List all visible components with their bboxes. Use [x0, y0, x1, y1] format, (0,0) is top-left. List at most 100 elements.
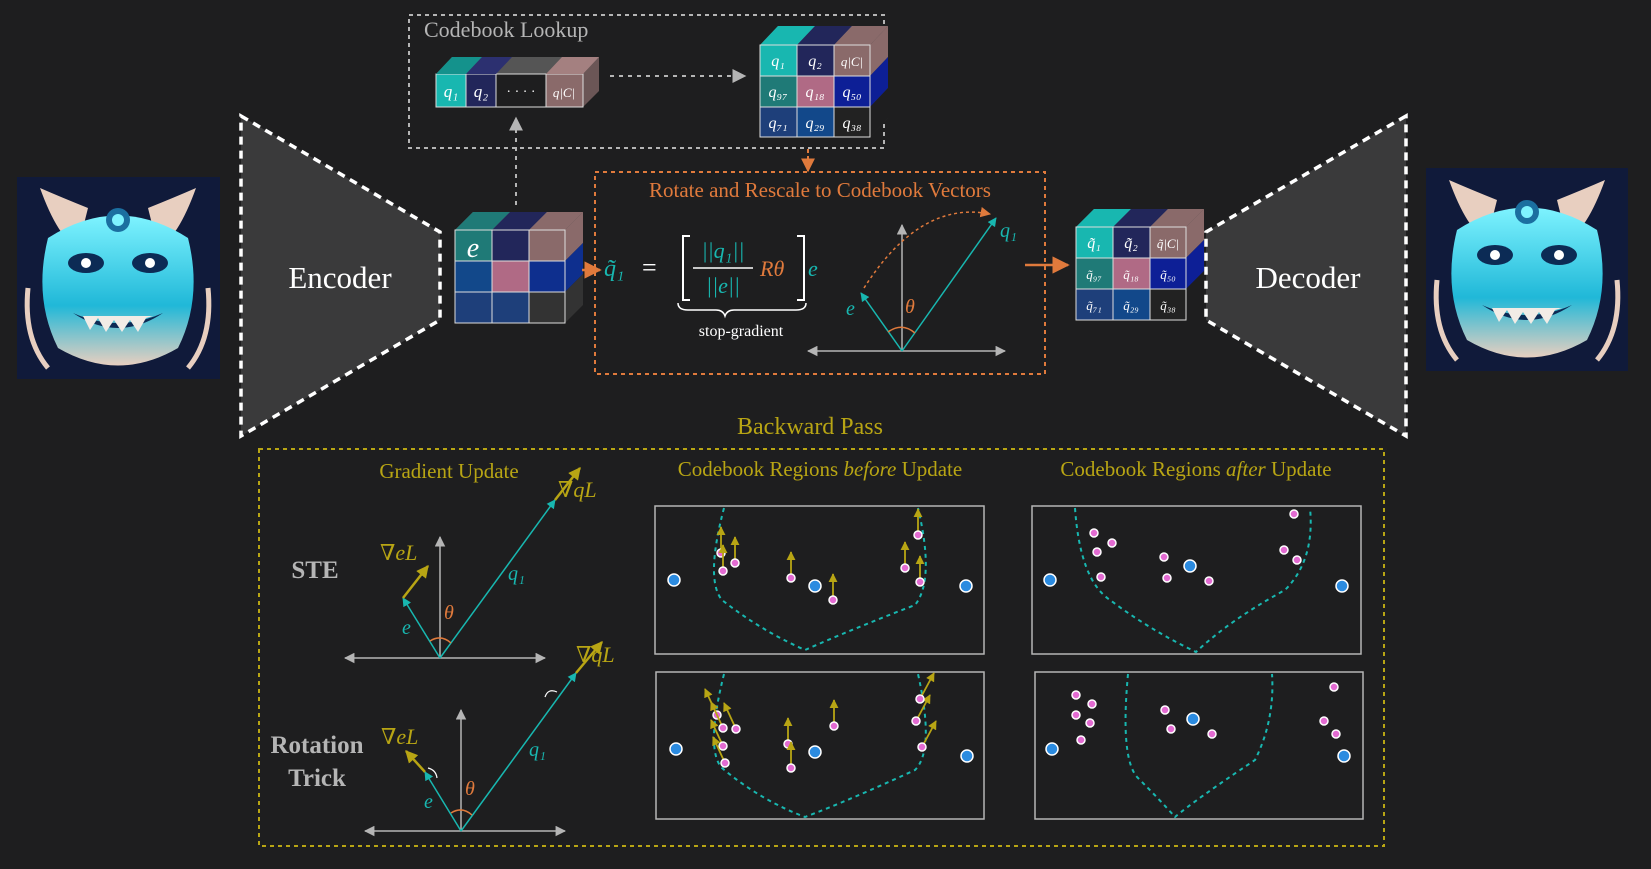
- code-point-ste-before-4: [828, 595, 838, 605]
- decoder-block: [1204, 112, 1408, 440]
- formula-equals: =: [642, 253, 657, 282]
- code-point-rt-after-3: [1085, 718, 1095, 728]
- code-point-rt-before-3: [718, 741, 728, 751]
- code-point-rt-after-9: [1319, 716, 1329, 726]
- panel-rt-after: [1034, 671, 1364, 820]
- codebook-vector-center: [1183, 559, 1197, 573]
- quantized-cube-cell-0-0: q̃₁: [1087, 235, 1101, 252]
- code-point-rt-before-7: [829, 721, 839, 731]
- codebook-lookup-title: Codebook Lookup: [424, 17, 588, 42]
- gradient-arrow-rt-4: [712, 736, 726, 764]
- formula-e: e: [808, 256, 818, 281]
- formula-norm-e: ||e||: [706, 273, 740, 298]
- codebook-vector-left: [669, 742, 683, 756]
- quantized-cube-cell-0-1: q̃₂: [1124, 235, 1138, 252]
- code-point-rt-before-9: [917, 742, 927, 752]
- gradient-arrow-rt-2: [723, 702, 737, 730]
- rt-grade-label: ∇eL: [381, 724, 418, 749]
- code-point-ste-after-9: [1289, 509, 1299, 519]
- codebook-cube-cell-2-1: q₂₉: [805, 115, 824, 132]
- code-point-rt-after-0: [1071, 690, 1081, 700]
- codebook-vector-center: [808, 745, 822, 759]
- decoder-label: Decoder: [1256, 260, 1362, 295]
- rotate-rescale-box: [594, 171, 1046, 375]
- bar-q2: q₂: [474, 82, 489, 101]
- codebook-vector-bar: q₁ q₂ · · · · q|C|: [435, 57, 599, 108]
- gradient-arrow-rt-8: [915, 694, 931, 722]
- code-point-ste-before-5: [900, 563, 910, 573]
- codebook-vector-right: [1335, 579, 1349, 593]
- codebook-vector-center: [808, 579, 822, 593]
- bar-qC: q|C|: [553, 85, 575, 100]
- gradient-arrow-rt-9: [921, 720, 937, 748]
- boundary-ste-after: [1074, 507, 1312, 654]
- code-point-rt-before-10: [915, 694, 925, 704]
- rt-theta-label: θ: [465, 778, 475, 800]
- ste-gradient-plot: ∇qL ∇eL q₁ e θ: [343, 467, 597, 664]
- codebook-vector-right: [1337, 749, 1351, 763]
- bar-q1: q₁: [444, 82, 458, 101]
- boundary-rt-before: [712, 673, 927, 819]
- panel-ste-before: [654, 505, 985, 655]
- code-point-ste-after-0: [1089, 528, 1099, 538]
- rotation-trick-gradient-plot: ∇qL ∇eL q₁ e θ: [363, 641, 615, 837]
- codebook-cube-cell-1-0: q₉₇: [768, 84, 788, 101]
- code-point-ste-after-3: [1096, 572, 1106, 582]
- codebook-cube-cell-0-1: q₂: [808, 53, 822, 70]
- boundary-ste-before: [713, 507, 927, 652]
- quantized-cube-cell-0-2: q̃|C|: [1157, 236, 1179, 251]
- stop-gradient-label: stop-gradient: [699, 323, 784, 340]
- quantized-cube-cell-2-2: q̃₃₈: [1160, 298, 1176, 313]
- ste-theta-label: θ: [444, 602, 454, 624]
- bar-dots: · · · ·: [506, 85, 535, 100]
- gradient-arrow-rt-3: [710, 719, 724, 747]
- code-point-ste-after-6: [1204, 576, 1214, 586]
- quantized-cube-cell-1-0: q̃₉₇: [1086, 267, 1102, 282]
- encoder-output-cube: e: [454, 212, 583, 324]
- rt-e-label: e: [424, 791, 433, 813]
- codebook-region-points: [667, 508, 1351, 773]
- codebook-cube-cell-0-2: q|C|: [841, 54, 863, 69]
- codebook-vector-left: [1045, 742, 1059, 756]
- code-point-rt-after-8: [1329, 682, 1339, 692]
- formula-R-theta: Rθ: [759, 256, 784, 281]
- formula-norm-q1: ||q₁||: [702, 238, 745, 263]
- rt-q1-label: q₁: [529, 739, 546, 761]
- rt-gradq-label: ∇qL: [576, 642, 615, 667]
- code-point-rt-after-10: [1331, 729, 1341, 739]
- code-point-ste-after-4: [1159, 552, 1169, 562]
- code-point-rt-before-2: [731, 724, 741, 734]
- code-point-rt-after-7: [1207, 729, 1217, 739]
- codebook-cube-cell-0-0: q₁: [771, 53, 785, 70]
- trick-label: Trick: [288, 765, 346, 792]
- regions-before-title: Codebook Regions before Update: [678, 457, 962, 481]
- gradient-update-title: Gradient Update: [379, 459, 518, 483]
- codebook-vector-right: [959, 579, 973, 593]
- quantized-cube-cell-2-0: q̃₇₁: [1086, 298, 1102, 313]
- code-point-rt-after-1: [1087, 699, 1097, 709]
- ste-q1-label: q₁: [508, 563, 525, 585]
- encoder-block: [239, 112, 442, 440]
- codebook-cube-cell-2-0: q₇₁: [768, 115, 787, 132]
- code-point-ste-after-8: [1292, 555, 1302, 565]
- backward-pass-box: [258, 448, 1385, 847]
- code-point-ste-before-1: [718, 566, 728, 576]
- axes-e-label: e: [846, 298, 855, 320]
- code-point-ste-after-7: [1279, 545, 1289, 555]
- panel-ste-after: [1031, 505, 1362, 655]
- ste-e-label: e: [402, 617, 411, 639]
- regions-after-title: Codebook Regions after Update: [1060, 457, 1331, 481]
- codebook-vector-right: [960, 749, 974, 763]
- codebook-vector-left: [1043, 573, 1057, 587]
- quantized-cube-cell-1-2: q̃₅₀: [1160, 267, 1176, 282]
- code-point-ste-before-7: [913, 530, 923, 540]
- quantized-cube-cell-1-1: q̃₁₈: [1123, 267, 1139, 282]
- codebook-cube-cell-1-2: q₅₀: [842, 84, 861, 101]
- code-point-ste-before-3: [786, 573, 796, 583]
- rotation-formula: q̃₁ = ||q₁|| ||e|| Rθ e stop-gradient: [604, 235, 818, 340]
- panel-rt-before: [655, 671, 985, 820]
- rotate-rescale-title: Rotate and Rescale to Codebook Vectors: [649, 178, 991, 202]
